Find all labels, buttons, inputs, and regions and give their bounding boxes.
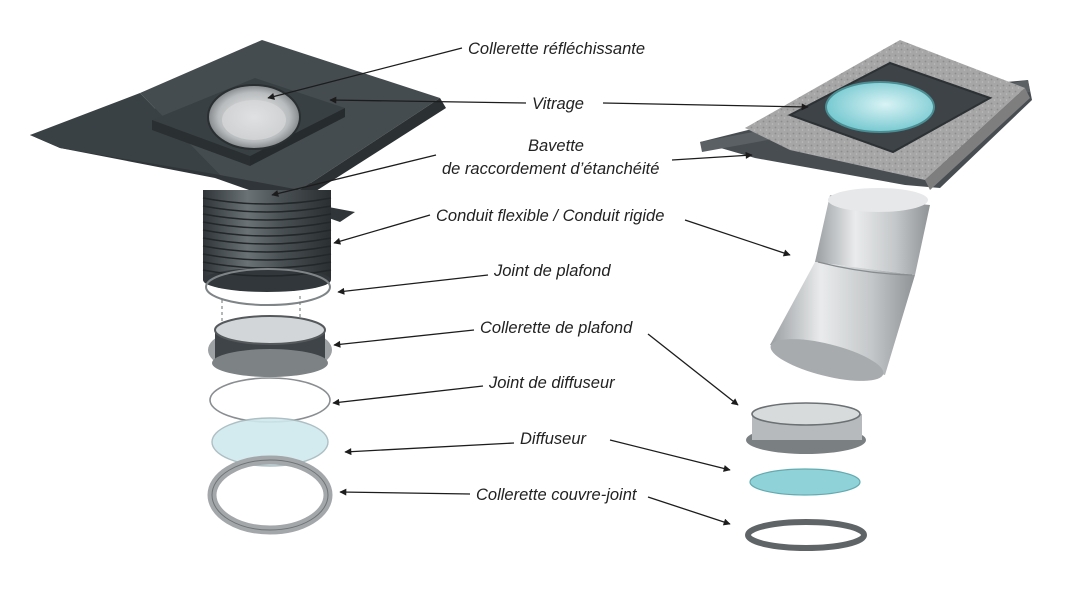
right-conduit-shape — [770, 188, 930, 381]
leader-arrows — [267, 47, 809, 526]
arrow-bavette-right — [671, 151, 753, 161]
label-bavette-line2: de raccordement d’étanchéité — [442, 160, 659, 178]
arrow-collerette-plafond-left — [333, 329, 475, 348]
left-diffuser-shape — [211, 417, 329, 467]
label-collerette-couvre-joint: Collerette couvre-joint — [476, 486, 638, 504]
arrow-conduit-right — [684, 219, 791, 257]
left-diffuser-seal-shape — [209, 377, 331, 423]
left-ceiling-seal-shape — [205, 268, 331, 306]
label-bavette-line1: Bavette — [528, 137, 584, 155]
arrow-diffuseur-right — [609, 439, 731, 472]
arrow-joint-diffuseur — [332, 385, 484, 406]
left-threaded-conduit-shape — [202, 190, 332, 292]
right-ceiling-collar-shape — [746, 402, 866, 454]
right-glazing-shape — [825, 81, 935, 133]
arrow-vitrage-right — [602, 102, 809, 111]
arrow-vitrage-left — [329, 96, 527, 104]
label-joint-plafond: Joint de plafond — [493, 262, 611, 280]
arrow-joint-plafond — [337, 274, 489, 295]
left-assembly — [30, 40, 446, 535]
right-assembly — [700, 40, 1032, 551]
label-diffuseur: Diffuseur — [520, 430, 588, 448]
label-collerette-plafond: Collerette de plafond — [480, 319, 633, 337]
arrow-collerette-couvre-joint-left — [339, 488, 471, 496]
right-cover-collar-shape — [745, 519, 867, 551]
arrow-conduit-left — [333, 214, 431, 245]
arrow-bavette-left — [271, 154, 437, 197]
arrow-collerette-plafond-right — [647, 333, 739, 406]
label-vitrage: Vitrage — [532, 95, 584, 113]
label-collerette-reflechissante: Collerette réfléchissante — [468, 40, 645, 58]
label-conduit: Conduit flexible / Conduit rigide — [436, 207, 664, 225]
arrow-collerette-reflechissante — [267, 47, 463, 100]
arrow-collerette-couvre-joint-right — [647, 496, 731, 526]
label-joint-diffuseur: Joint de diffuseur — [488, 374, 616, 392]
right-diffuser-shape — [749, 468, 861, 496]
arrow-diffuseur-left — [344, 442, 515, 456]
left-ceiling-collar-shape — [208, 315, 332, 377]
labels: Collerette réfléchissante Vitrage Bavett… — [436, 40, 664, 504]
